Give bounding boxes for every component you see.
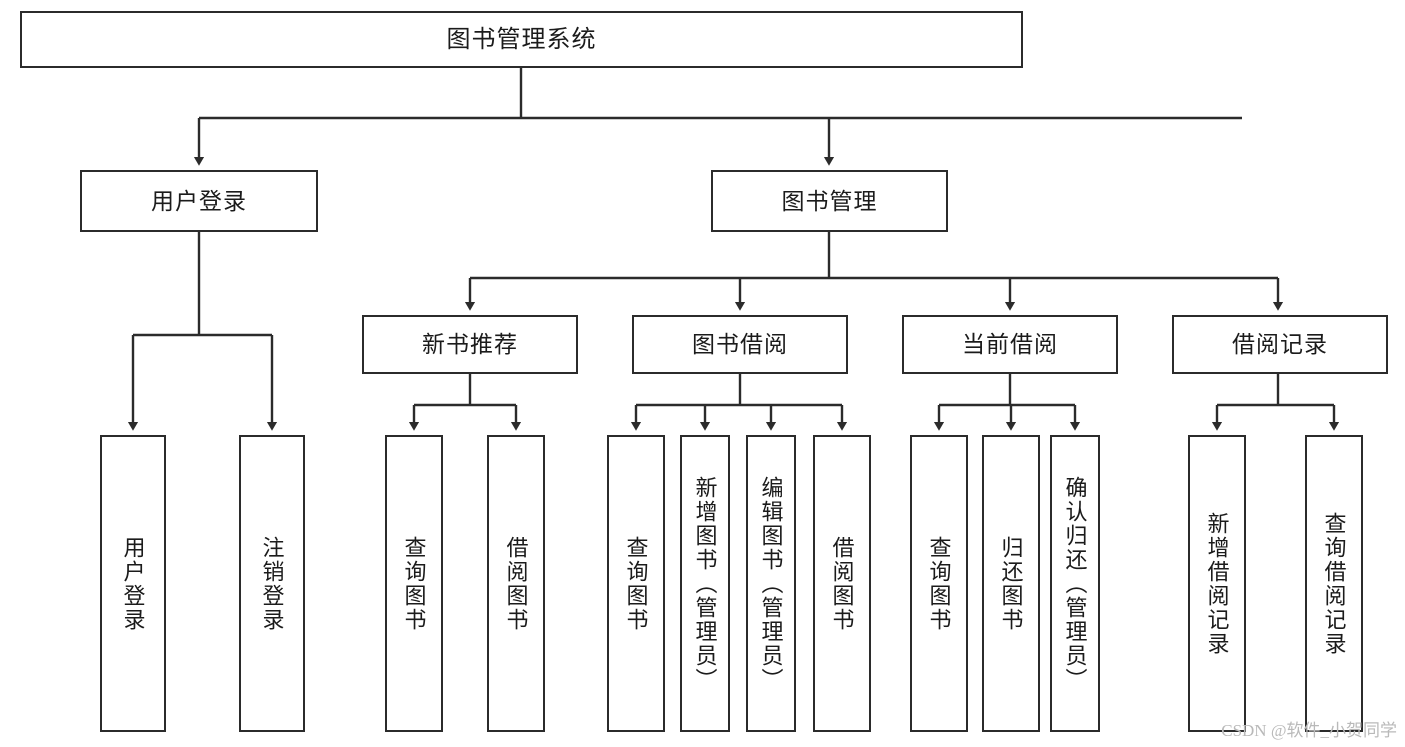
edge-group-root <box>193 68 1242 166</box>
node-user-login[interactable]: 用户登录 <box>80 170 318 232</box>
leaf-user-login[interactable]: 用户登录 <box>100 435 166 732</box>
leaf-borrow-book-newbook[interactable]: 借阅图书 <box>487 435 545 732</box>
leaf-query-borrow-record[interactable]: 查询借阅记录 <box>1305 435 1363 732</box>
node-book-management[interactable]: 图书管理 <box>711 170 948 232</box>
edge-group-borrow-record <box>1211 374 1340 431</box>
node-root-title[interactable]: 图书管理系统 <box>20 11 1023 68</box>
leaf-return-book[interactable]: 归还图书 <box>982 435 1040 732</box>
leaf-edit-book-admin[interactable]: 编辑图书（管理员） <box>746 435 796 732</box>
edge-group-book-management <box>464 232 1284 311</box>
edge-group-user-login <box>127 232 278 431</box>
node-borrow-record[interactable]: 借阅记录 <box>1172 315 1388 374</box>
node-book-borrow[interactable]: 图书借阅 <box>632 315 848 374</box>
leaf-query-book-current[interactable]: 查询图书 <box>910 435 968 732</box>
node-new-book-recommend[interactable]: 新书推荐 <box>362 315 578 374</box>
leaf-add-book-admin[interactable]: 新增图书（管理员） <box>680 435 730 732</box>
leaf-query-book-borrow[interactable]: 查询图书 <box>607 435 665 732</box>
csdn-watermark: CSDN @软件_小贺同学 <box>1221 721 1397 740</box>
edge-group-book-borrow <box>630 374 848 431</box>
edge-group-current-borrow <box>933 374 1081 431</box>
leaf-borrow-book[interactable]: 借阅图书 <box>813 435 871 732</box>
leaf-add-borrow-record[interactable]: 新增借阅记录 <box>1188 435 1246 732</box>
leaf-confirm-return-admin[interactable]: 确认归还（管理员） <box>1050 435 1100 732</box>
edge-group-new-book <box>408 374 522 431</box>
leaf-logout[interactable]: 注销登录 <box>239 435 305 732</box>
leaf-query-book-newbook[interactable]: 查询图书 <box>385 435 443 732</box>
node-current-borrow[interactable]: 当前借阅 <box>902 315 1118 374</box>
